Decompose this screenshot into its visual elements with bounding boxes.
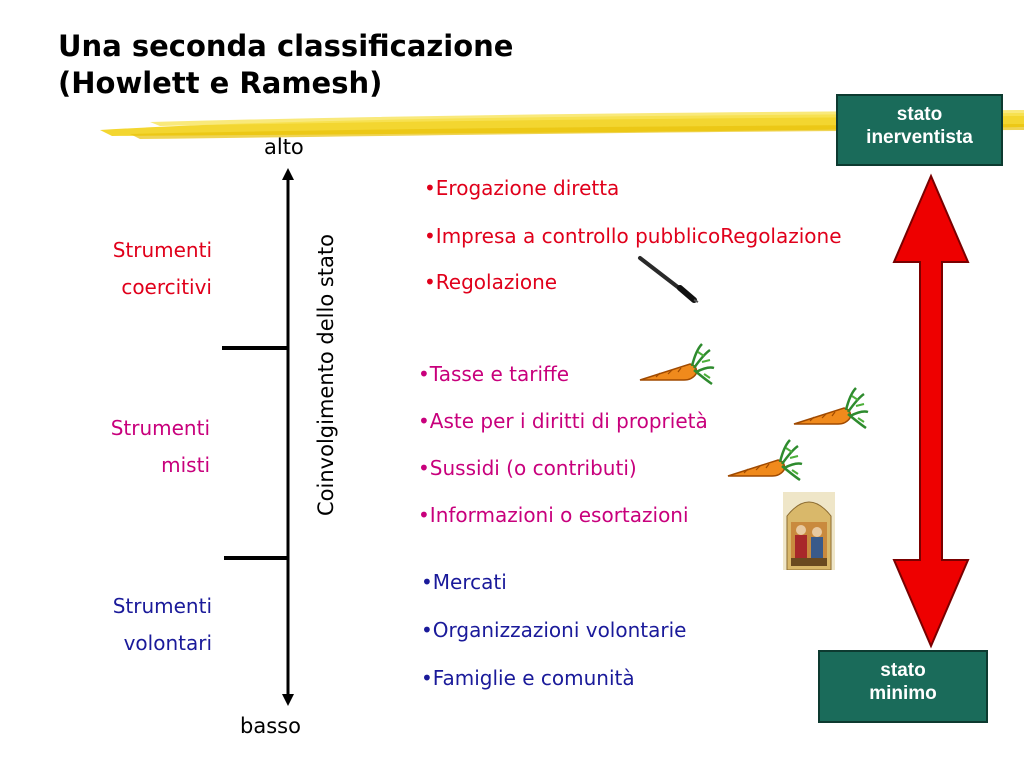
stick-icon [638,256,699,303]
category-voluntary-line-2: volontari [123,631,212,655]
list-item: Sussidi (o contributi) [418,456,708,480]
list-item: Erogazione diretta [424,176,842,200]
category-mixed-line-1: Strumenti [110,416,210,440]
category-coercive-line-2: coercitivi [121,275,212,299]
double-arrow-icon [892,173,970,649]
carrot-icon [639,343,715,386]
list-item: Impresa a controllo pubblicoRegolazione [424,224,842,248]
state-box-minimal: stato minimo [818,650,988,723]
list-item: Informazioni o esortazioni [418,503,708,527]
category-coercive: Strumenti coercitivi [113,232,212,306]
category-voluntary: Strumenti volontari [113,588,212,662]
list-item: Organizzazioni volontarie [421,618,687,642]
title-line-1: Una seconda classificazione [58,29,514,63]
voluntary-list: Mercati Organizzazioni volontarie Famigl… [421,570,687,690]
axis-top-label: alto [264,135,304,159]
coercive-list: Erogazione diretta Impresa a controllo p… [424,176,842,294]
list-item: Tasse e tariffe [418,362,708,386]
state-box-top-line-2: inerventista [866,127,973,148]
category-mixed: Strumenti misti [111,410,210,484]
list-item: Aste per i diritti di proprietà [418,409,708,433]
carrot-icon [727,439,803,482]
axis-bottom-label: basso [240,714,301,738]
category-mixed-line-2: misti [161,453,210,477]
title-line-2: (Howlett e Ramesh) [58,66,383,100]
state-box-bottom-line-1: stato [880,660,926,681]
slide-title: Una seconda classificazione (Howlett e R… [58,28,513,102]
category-coercive-line-1: Strumenti [112,238,212,262]
list-item: Famiglie e comunità [421,666,686,690]
vertical-axis [222,168,294,706]
state-box-interventionist: stato inerventista [836,94,1003,166]
axis-vertical-label: Coinvolgimento dello stato [314,234,338,516]
state-box-bottom-line-2: minimo [869,683,937,704]
highlighter-stroke [100,110,1024,139]
preacher-picture [783,492,835,570]
state-box-top-line-1: stato [896,104,943,125]
carrot-icon [793,387,869,430]
category-voluntary-line-1: Strumenti [112,594,212,618]
list-item: Mercati [421,570,686,594]
mixed-list: Tasse e tariffe Aste per i diritti di pr… [418,362,708,527]
list-item: Regolazione [424,270,842,294]
